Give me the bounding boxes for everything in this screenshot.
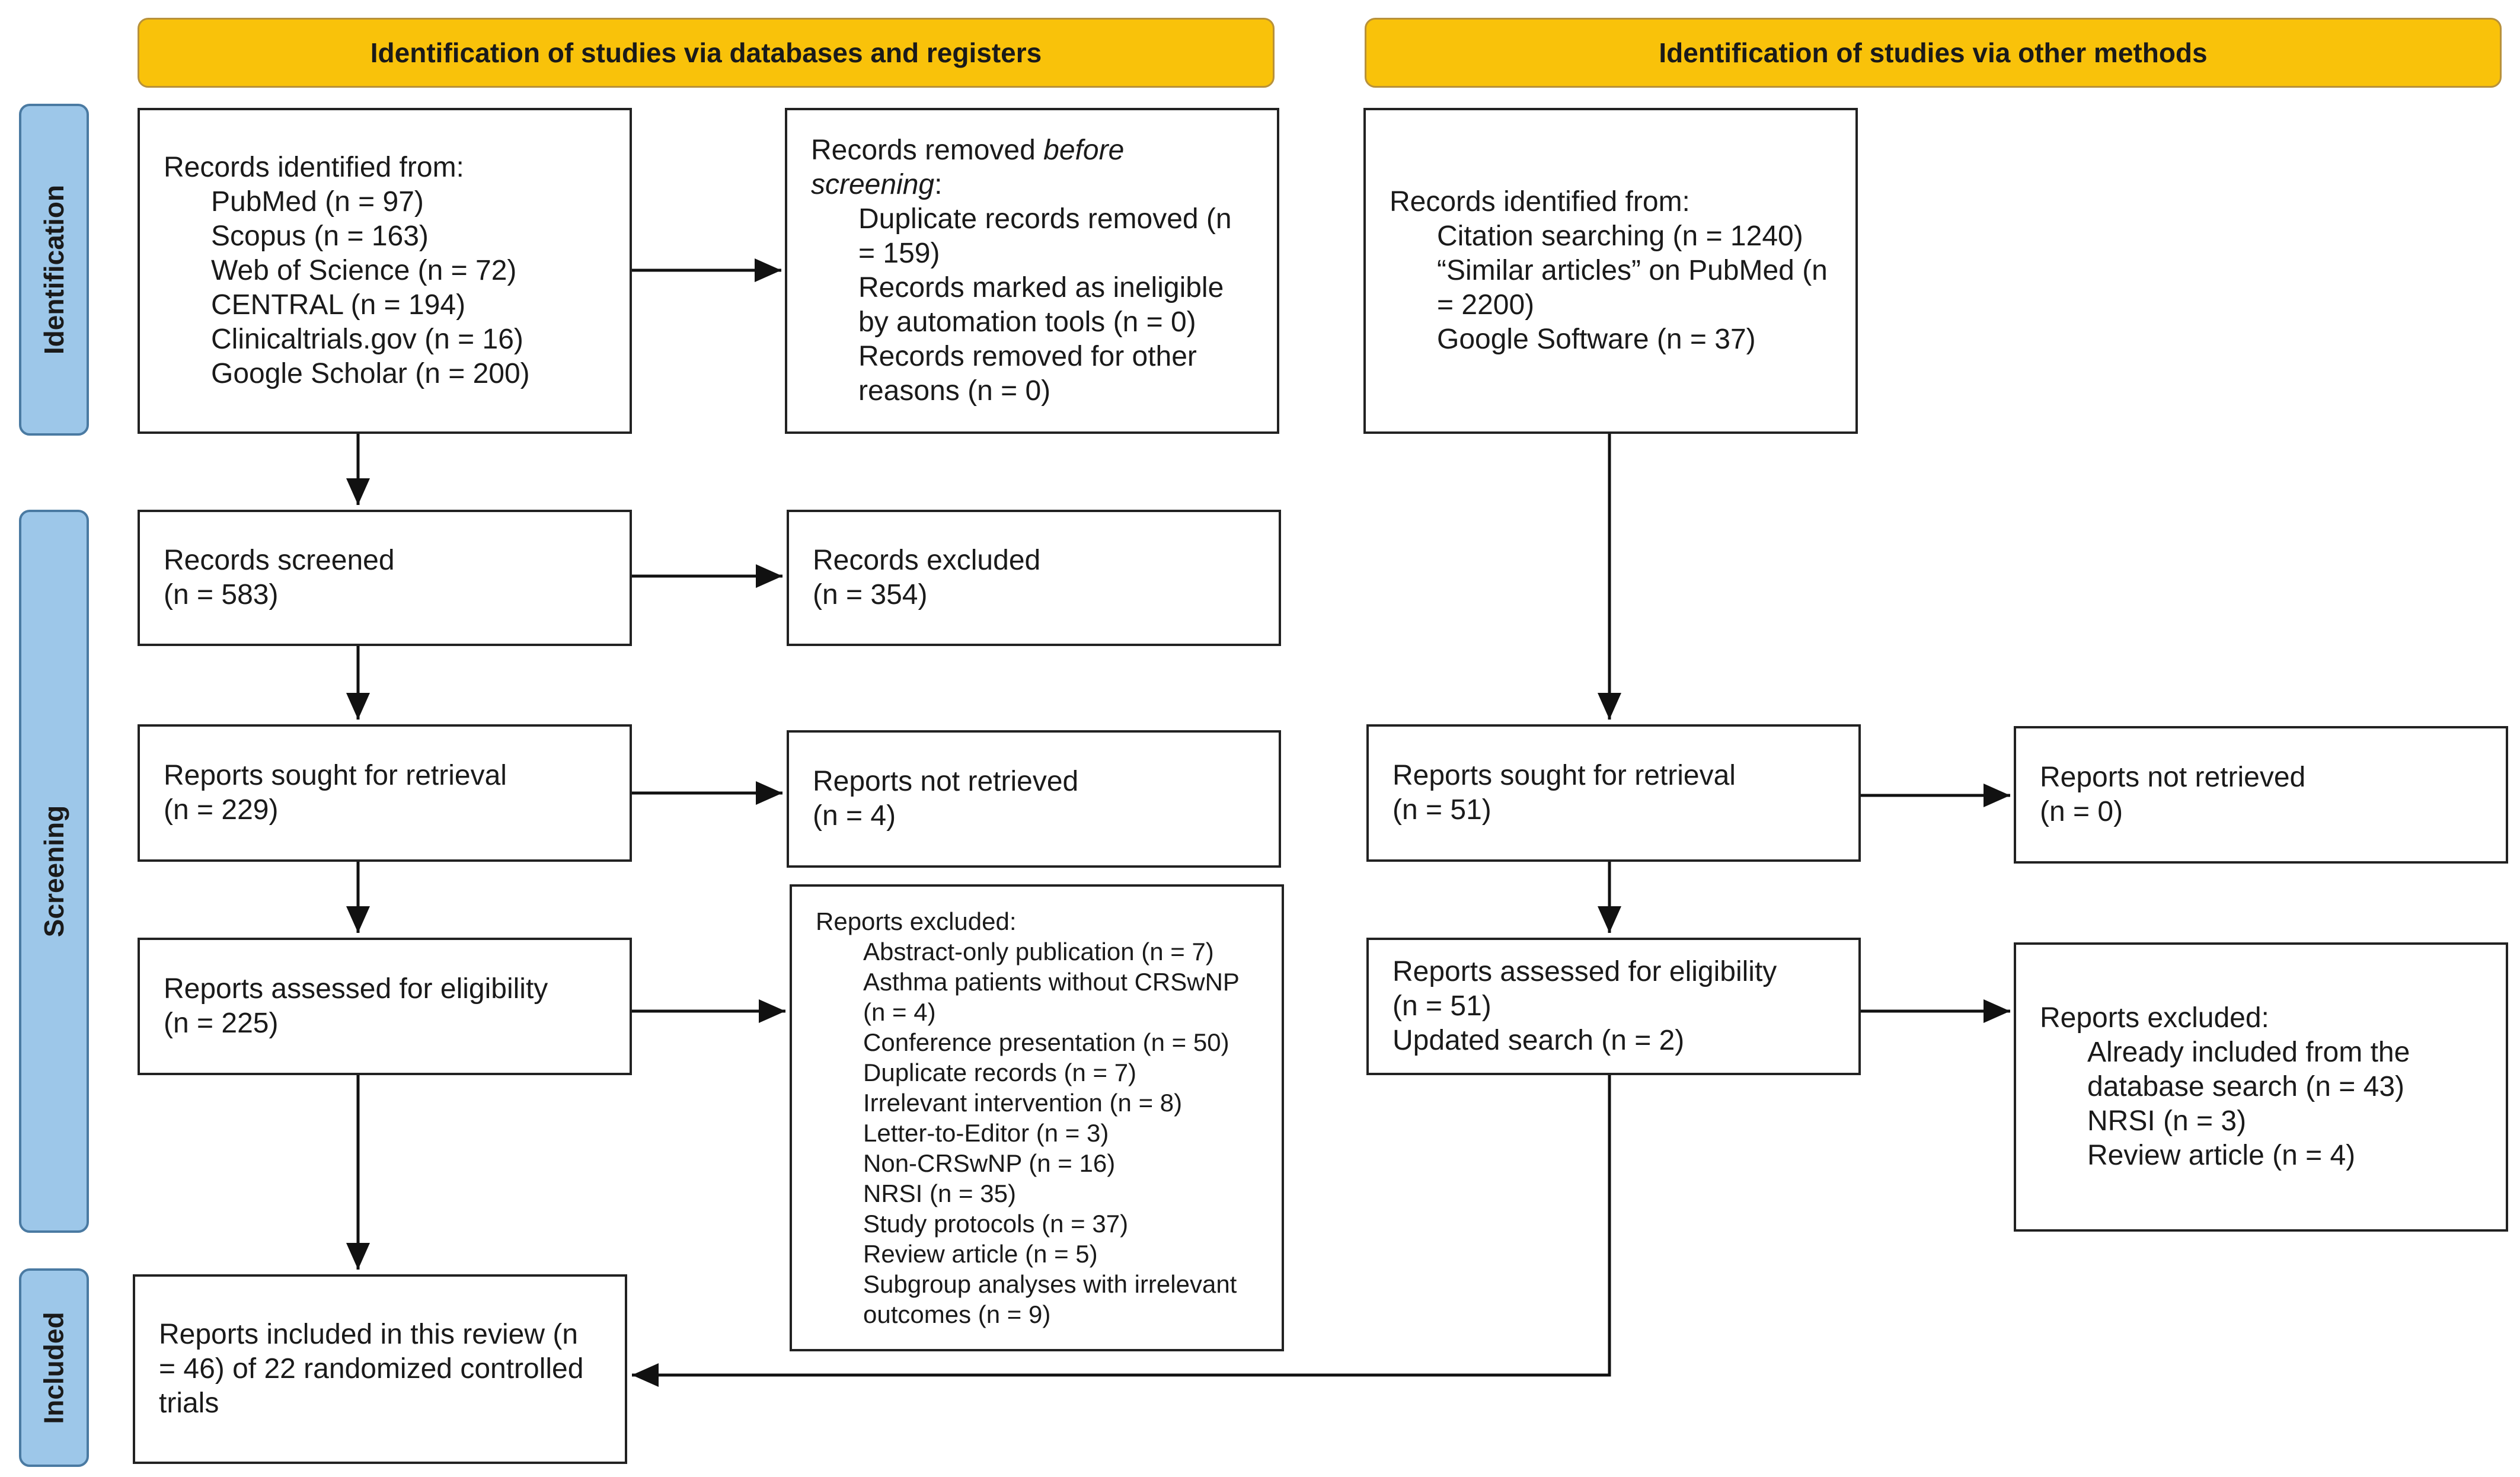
db-screened-title: Records screened	[164, 545, 395, 576]
db-assessed-n: (n = 225)	[164, 1008, 279, 1039]
db-removed-item: Records marked as ineligible by automati…	[858, 272, 1224, 338]
header-other-methods: Identification of studies via other meth…	[1365, 18, 2502, 88]
header-databases: Identification of studies via databases …	[138, 18, 1275, 88]
stage-screening: Screening	[19, 510, 89, 1233]
db-reports-assessed-box: Reports assessed for eligibility (n = 22…	[138, 938, 632, 1075]
db-reports-excluded-item: Study protocols (n = 37)	[863, 1210, 1129, 1238]
other-not-retrieved-n: (n = 0)	[2040, 796, 2123, 827]
header-databases-text: Identification of studies via databases …	[370, 37, 1042, 68]
db-reports-excluded-item: Duplicate records (n = 7)	[863, 1059, 1137, 1086]
db-removed-title: Records removed before screening:	[811, 133, 1253, 202]
other-reports-assessed-box: Reports assessed for eligibility (n = 51…	[1366, 938, 1861, 1075]
other-assessed-title: Reports assessed for eligibility	[1392, 956, 1777, 987]
other-assessed-updated: Updated search (n = 2)	[1392, 1025, 1685, 1056]
other-identified-item: Google Software (n = 37)	[1437, 324, 1756, 355]
db-removed-item: Records removed for other reasons (n = 0…	[858, 341, 1197, 407]
db-not-retrieved-title: Reports not retrieved	[813, 766, 1079, 797]
other-reports-excluded-item: Review article (n = 4)	[2087, 1140, 2356, 1171]
db-identified-item: Clinicaltrials.gov (n = 16)	[211, 324, 523, 355]
db-removed-title-a: Records removed	[811, 135, 1044, 166]
db-removed-title-c: :	[934, 169, 943, 200]
db-reports-excluded-item: Abstract-only publication (n = 7)	[863, 938, 1214, 966]
other-reports-excluded-item: Already included from the database searc…	[2087, 1037, 2410, 1102]
db-reports-excluded-item: Letter-to-Editor (n = 3)	[863, 1119, 1109, 1147]
db-removed-item: Duplicate records removed (n = 159)	[858, 203, 1232, 269]
other-reports-not-retrieved-box: Reports not retrieved (n = 0)	[2014, 726, 2508, 864]
db-identified-item: CENTRAL (n = 194)	[211, 289, 466, 321]
other-assessed-n: (n = 51)	[1392, 990, 1491, 1022]
db-removed-title-b: before screening	[811, 135, 1125, 200]
db-reports-excluded-item: Non-CRSwNP (n = 16)	[863, 1149, 1116, 1177]
db-reports-not-retrieved-box: Reports not retrieved (n = 4)	[787, 730, 1281, 868]
other-identified-item: “Similar articles” on PubMed (n = 2200)	[1437, 255, 1828, 321]
other-reports-excluded-box: Reports excluded: Already included from …	[2014, 942, 2508, 1232]
db-identified-item: Scopus (n = 163)	[211, 220, 429, 252]
stage-included: Included	[19, 1268, 89, 1467]
other-reports-excluded-title: Reports excluded:	[2040, 1002, 2269, 1034]
db-records-identified-box: Records identified from: PubMed (n = 97)…	[138, 108, 632, 434]
other-reports-sought-box: Reports sought for retrieval (n = 51)	[1366, 724, 1861, 862]
reports-included-box: Reports included in this review (n = 46)…	[133, 1274, 627, 1464]
db-screened-n: (n = 583)	[164, 579, 279, 610]
header-other-methods-text: Identification of studies via other meth…	[1659, 37, 2208, 68]
db-reports-excluded-item: NRSI (n = 35)	[863, 1179, 1016, 1207]
db-reports-excluded-item: Review article (n = 5)	[863, 1240, 1098, 1268]
db-reports-excluded-box: Reports excluded: Abstract-only publicat…	[790, 884, 1284, 1351]
other-sought-n: (n = 51)	[1392, 794, 1491, 826]
db-excluded-title: Records excluded	[813, 545, 1041, 576]
db-sought-title: Reports sought for retrieval	[164, 760, 507, 791]
db-identified-item: PubMed (n = 97)	[211, 186, 424, 218]
arrow-other-assessed-to-included	[632, 1075, 1611, 1387]
db-reports-excluded-title: Reports excluded:	[816, 907, 1017, 935]
db-reports-excluded-item: Asthma patients without CRSwNP (n = 4)	[863, 968, 1240, 1026]
db-assessed-title: Reports assessed for eligibility	[164, 973, 548, 1005]
db-identified-title: Records identified from:	[164, 152, 464, 183]
db-excluded-n: (n = 354)	[813, 579, 928, 610]
other-identified-item: Citation searching (n = 1240)	[1437, 220, 1803, 252]
other-reports-excluded-item: NRSI (n = 3)	[2087, 1105, 2247, 1137]
stage-identification: Identification	[19, 104, 89, 436]
db-records-excluded-box: Records excluded (n = 354)	[787, 510, 1281, 646]
db-reports-excluded-item: Subgroup analyses with irrelevant outcom…	[863, 1270, 1237, 1328]
db-records-removed-box: Records removed before screening: Duplic…	[785, 108, 1279, 434]
db-identified-item: Web of Science (n = 72)	[211, 255, 517, 286]
db-records-screened-box: Records screened (n = 583)	[138, 510, 632, 646]
db-not-retrieved-n: (n = 4)	[813, 800, 896, 832]
reports-included-text: Reports included in this review (n = 46)…	[159, 1319, 584, 1419]
other-identified-title: Records identified from:	[1390, 186, 1690, 218]
db-reports-excluded-item: Irrelevant intervention (n = 8)	[863, 1089, 1183, 1117]
db-reports-excluded-item: Conference presentation (n = 50)	[863, 1028, 1229, 1056]
other-records-identified-box: Records identified from: Citation search…	[1363, 108, 1858, 434]
other-not-retrieved-title: Reports not retrieved	[2040, 762, 2306, 793]
other-sought-title: Reports sought for retrieval	[1392, 760, 1736, 791]
db-identified-item: Google Scholar (n = 200)	[211, 358, 530, 389]
db-reports-sought-box: Reports sought for retrieval (n = 229)	[138, 724, 632, 862]
db-sought-n: (n = 229)	[164, 794, 279, 826]
